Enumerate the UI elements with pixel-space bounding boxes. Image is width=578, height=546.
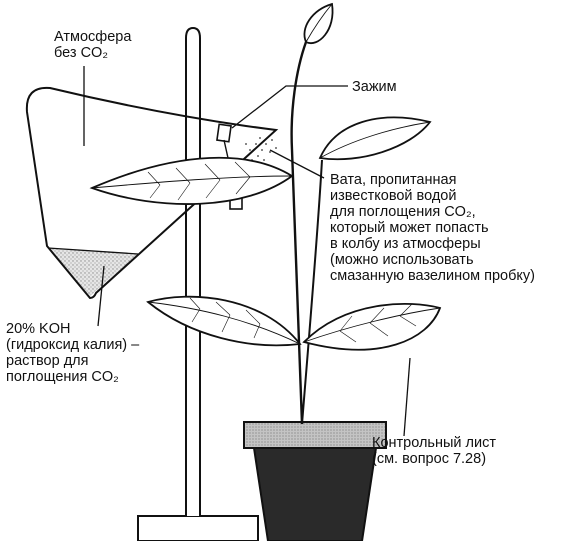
label-atmosphere-line1: Атмосфера — [54, 29, 131, 45]
label-cotton: Вата, пропитанная известковой водой для … — [330, 172, 535, 284]
label-atmosphere: Атмосфера без CO₂ — [54, 29, 131, 61]
label-koh-line2: (гидроксид калия) – — [6, 337, 139, 353]
label-cotton-line4: который может попасть — [330, 220, 535, 236]
label-cotton-line7: смазанную вазелином пробку) — [330, 268, 535, 284]
label-koh-line1: 20% KOH — [6, 321, 139, 337]
koh-solution — [48, 248, 138, 296]
label-koh-line3: раствор для — [6, 353, 139, 369]
leader-clamp — [232, 86, 348, 128]
pot-rim — [244, 422, 386, 448]
pot-body — [254, 448, 376, 541]
label-cotton-line1: Вата, пропитанная — [330, 172, 535, 188]
label-control-line1: Контрольный лист — [372, 435, 496, 451]
leaf-upper-right — [320, 118, 430, 160]
label-control-leaf: Контрольный лист (см. вопрос 7.28) — [372, 435, 496, 467]
label-cotton-line3: для поглощения CO₂, — [330, 204, 535, 220]
stand-base — [138, 516, 258, 541]
leaf-lower-left — [148, 297, 300, 346]
label-control-line2: (см. вопрос 7.28) — [372, 451, 496, 467]
leader-control — [404, 358, 410, 436]
cotton-plug — [245, 137, 277, 161]
clamp-top — [217, 124, 231, 142]
stand-rod — [186, 28, 200, 516]
label-clamp: Зажим — [352, 79, 397, 95]
label-cotton-line5: в колбу из атмосферы — [330, 236, 535, 252]
control-leaf — [304, 304, 440, 350]
label-atmosphere-line2: без CO₂ — [54, 45, 131, 61]
leaf-in-flask — [92, 158, 292, 204]
label-koh-line4: поглощения CO₂ — [6, 369, 139, 385]
plant-stem — [292, 42, 306, 424]
label-koh: 20% KOH (гидроксид калия) – раствор для … — [6, 321, 139, 385]
label-cotton-line6: (можно использовать — [330, 252, 535, 268]
label-cotton-line2: известковой водой — [330, 188, 535, 204]
stem-right — [302, 160, 322, 424]
